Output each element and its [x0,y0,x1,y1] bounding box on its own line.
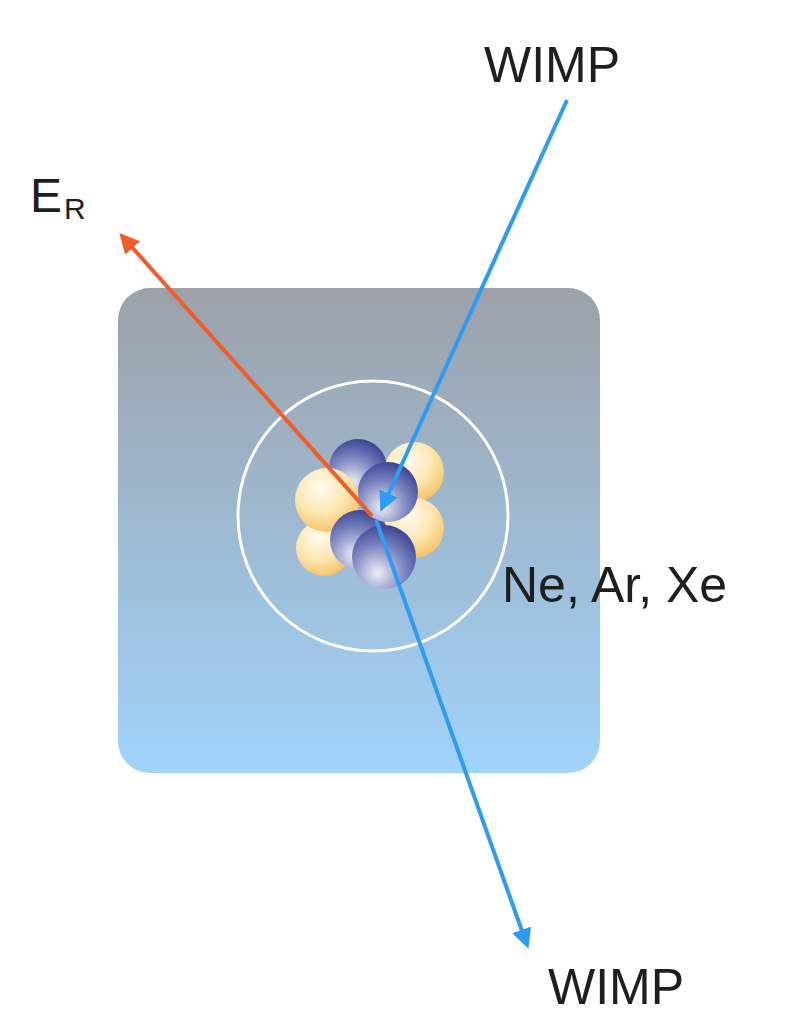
recoil-energy-symbol: E [30,172,62,220]
target-label: Ne, Ar, Xe [502,560,727,610]
recoil-energy-subscript: R [64,194,86,224]
detector-volume [118,288,600,773]
atom-shell [238,381,508,651]
incoming-wimp-arrow [382,100,567,508]
particle-label: WIMP [484,40,620,90]
nucleon [352,525,416,589]
recoil-arrow [122,236,372,516]
particle-label: WIMP [548,962,684,1012]
